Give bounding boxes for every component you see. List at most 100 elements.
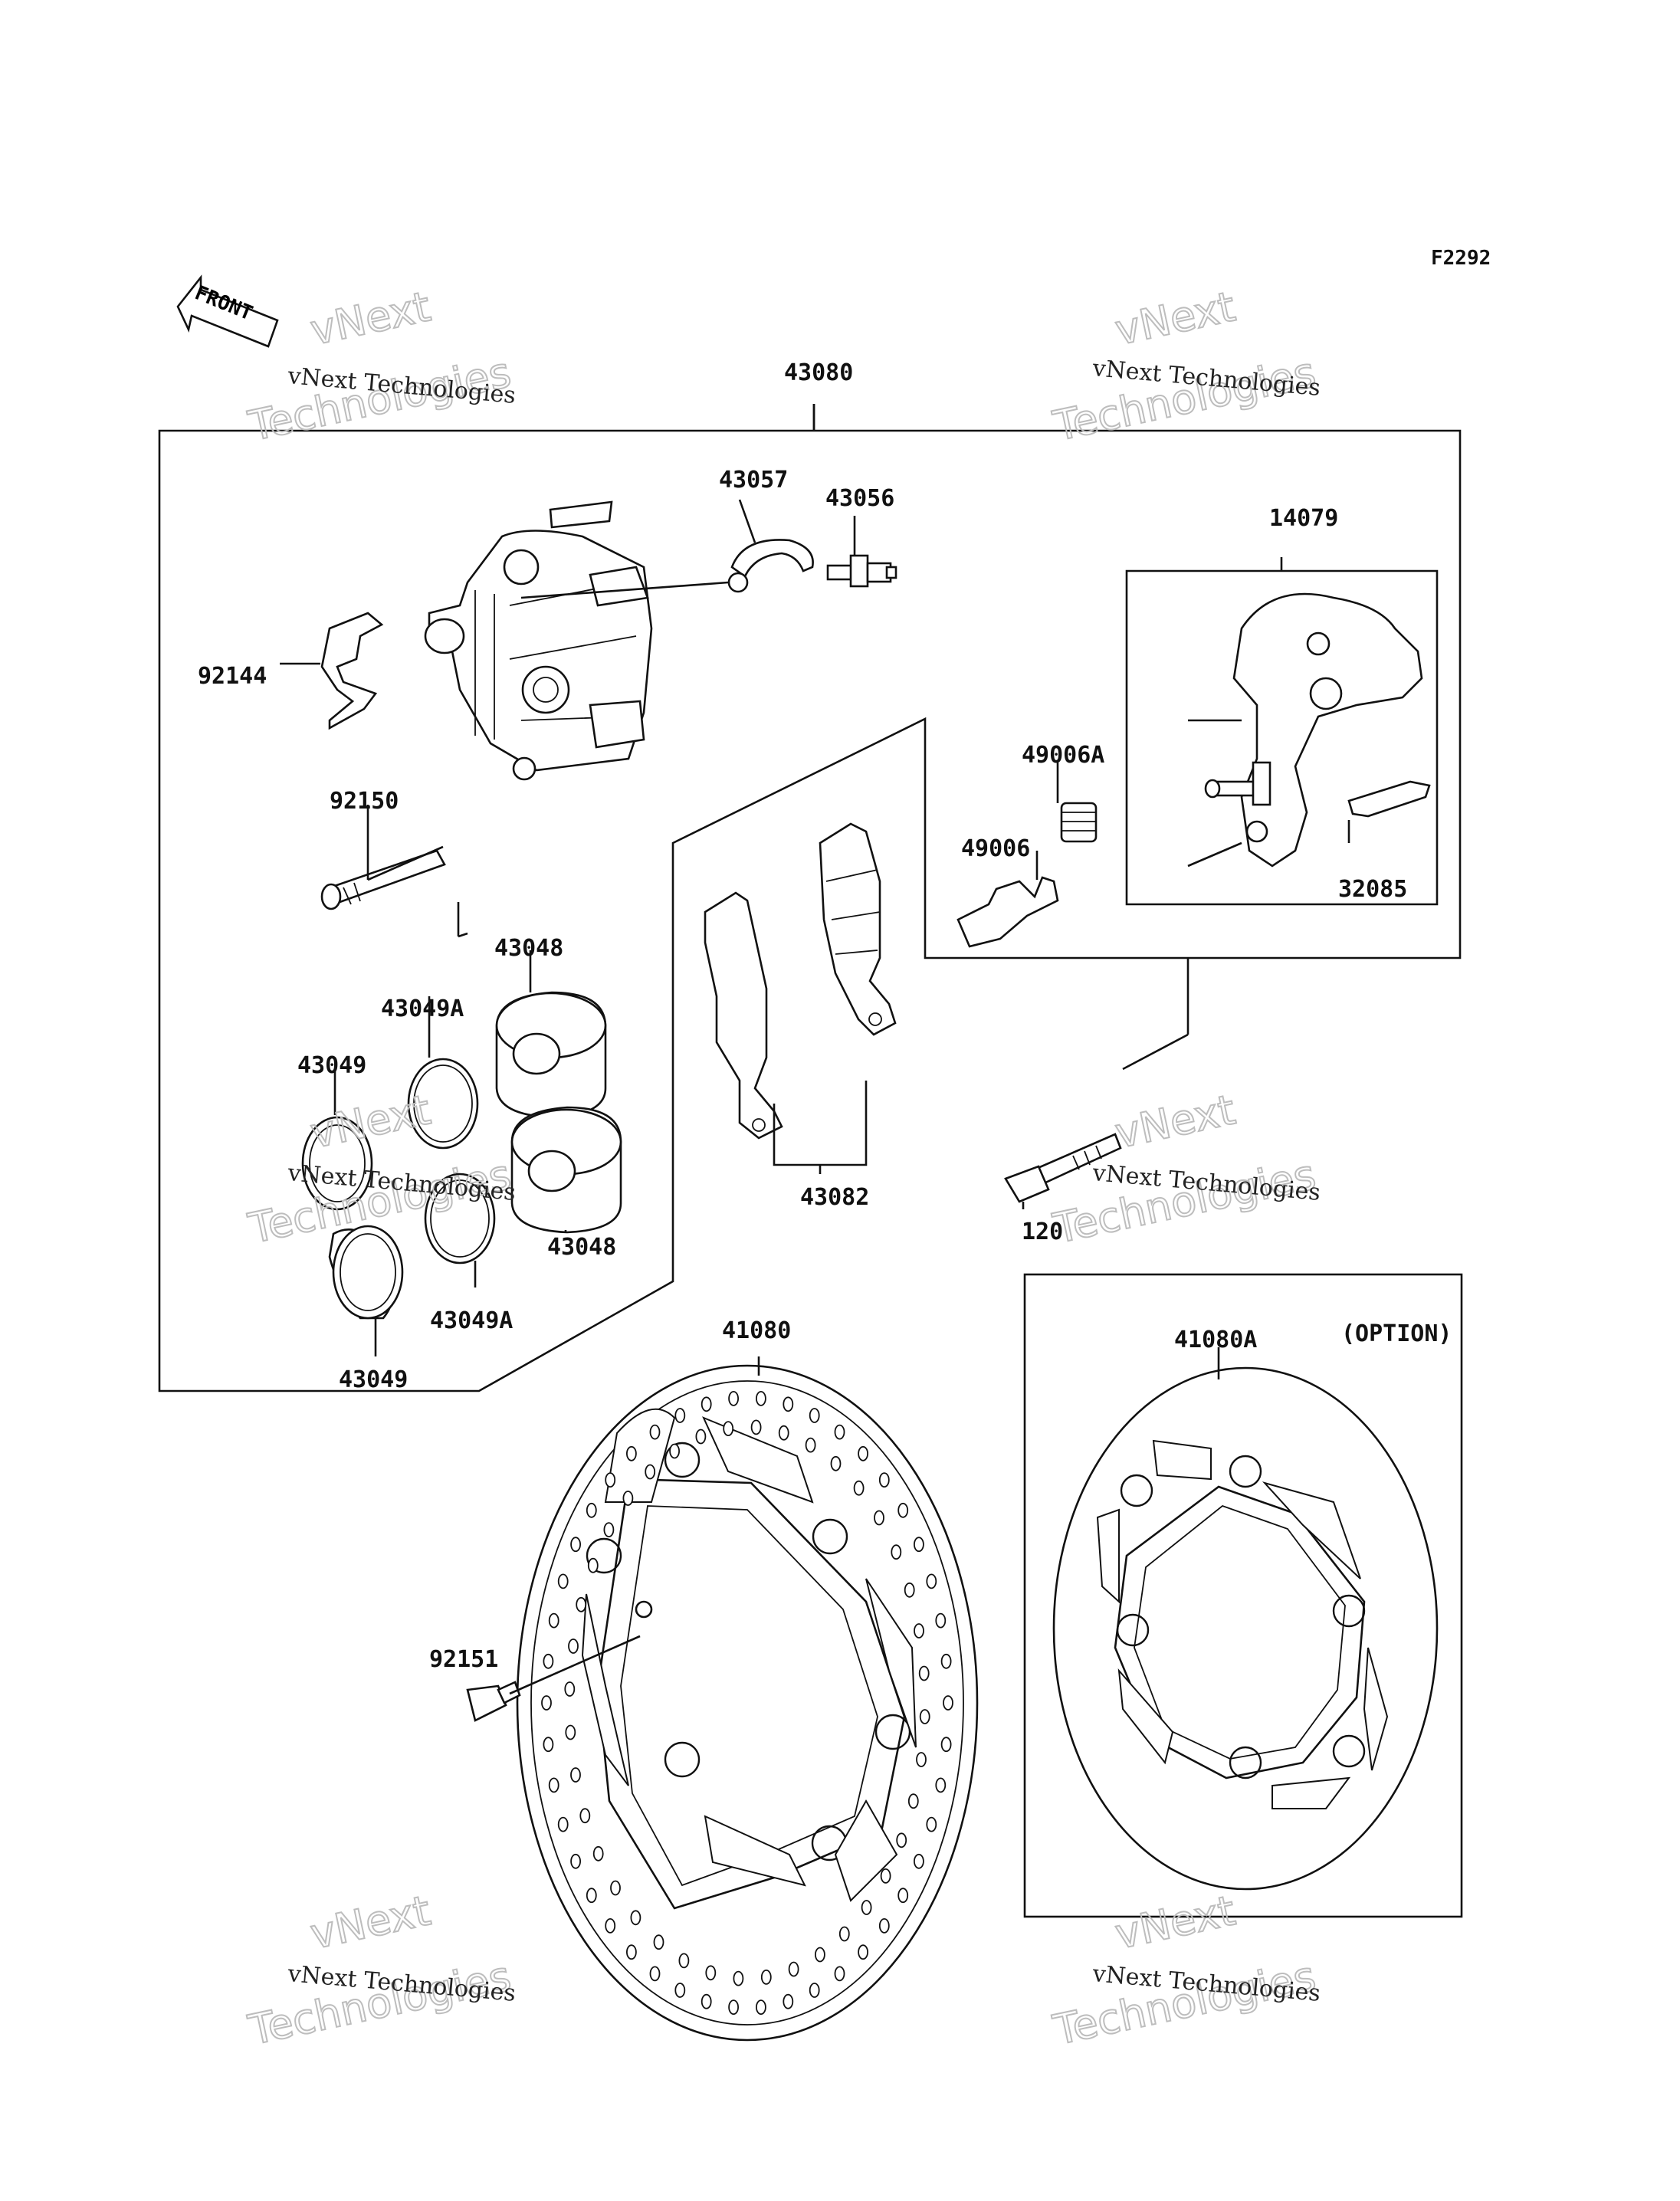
disc-hole	[809, 1983, 820, 1998]
brake-pad-left	[704, 891, 783, 1140]
disc-hole	[926, 1816, 937, 1832]
disc-hole	[880, 1868, 891, 1884]
watermark-mid-right: vNext Technologies vNext Technologies	[1048, 1084, 1322, 1254]
piston-43048-top	[495, 991, 607, 1119]
part-120-bolt	[1004, 1133, 1122, 1203]
label-49006A: 49006A	[1022, 742, 1104, 769]
disc-hole	[548, 1612, 559, 1629]
disc-hole	[858, 1445, 868, 1461]
disc-hole	[788, 1961, 799, 1977]
disc-hole	[783, 1396, 794, 1412]
option-box	[1023, 1273, 1463, 1918]
part-43057	[727, 539, 814, 593]
label-43056: 43056	[825, 485, 894, 512]
front-arrow-icon: FRONT	[176, 274, 279, 348]
seal-43049A-bottom	[424, 1173, 496, 1265]
disc-hole	[834, 1424, 845, 1440]
disc-hole	[701, 1396, 712, 1412]
disc-hole	[543, 1653, 554, 1669]
disc-hole	[809, 1408, 820, 1423]
disc-hole	[653, 1934, 664, 1950]
disc-hole	[586, 1502, 597, 1518]
disc-hole	[805, 1437, 816, 1453]
leader-lines	[280, 404, 1350, 1695]
brake-pad-right	[819, 822, 897, 1036]
disc-hole	[592, 1845, 604, 1862]
label-92151: 92151	[429, 1646, 498, 1673]
watermark-bottom-left: vNext Technologies vNext Technologies	[244, 1885, 517, 2055]
disc-hole	[626, 1944, 637, 1960]
disc-hole	[914, 1623, 924, 1638]
disc-hole	[723, 1421, 734, 1436]
label-120: 120	[1022, 1219, 1063, 1245]
label-43080: 43080	[784, 359, 853, 386]
disc-hole	[576, 1596, 587, 1612]
disc-hole	[858, 1944, 868, 1960]
disc-hole	[669, 1443, 680, 1459]
disc-hole	[701, 1993, 712, 2009]
watermark-bottom-right: vNext Technologies vNext Technologies	[1048, 1885, 1322, 2055]
svg-text:vNext: vNext	[1111, 1085, 1239, 1157]
disc-hole	[926, 1573, 937, 1589]
disc-hole	[916, 1752, 927, 1767]
disc-hole	[626, 1445, 637, 1461]
label-43048-bottom: 43048	[547, 1234, 616, 1261]
disc-hole	[907, 1793, 919, 1809]
disc-hole	[541, 1695, 552, 1711]
disc-hole	[649, 1424, 661, 1440]
option-label: (OPTION)	[1341, 1320, 1452, 1347]
label-43057: 43057	[719, 467, 788, 494]
disc-hole	[935, 1612, 947, 1629]
assembly-outline-43080	[158, 404, 1462, 1392]
disc-hole	[853, 1480, 865, 1496]
disc-hole	[605, 1472, 616, 1488]
disc-hole	[674, 1408, 686, 1423]
label-43049-bottom: 43049	[339, 1366, 408, 1393]
disc-hole	[919, 1709, 930, 1724]
disc-hole	[834, 1966, 845, 1982]
label-92150: 92150	[330, 788, 399, 815]
label-43049A-top: 43049A	[381, 996, 464, 1022]
disc-hole	[760, 1969, 772, 1985]
disc-hole	[874, 1510, 884, 1526]
disc-hole	[587, 1557, 599, 1573]
label-41080A: 41080A	[1174, 1327, 1257, 1353]
disc-hole	[896, 1832, 907, 1848]
part-14079-bracket	[1204, 592, 1423, 868]
part-49006A	[1060, 802, 1098, 843]
disc-hole	[943, 1695, 953, 1711]
svg-text:vNext: vNext	[1111, 1886, 1239, 1958]
disc-hole	[570, 1537, 581, 1553]
disc-hole	[695, 1429, 707, 1445]
part-32085	[1347, 780, 1431, 818]
seal-43049A-top	[407, 1058, 479, 1150]
disc-hole	[897, 1888, 909, 1904]
disc-hole	[756, 1391, 766, 1406]
part-92144	[320, 612, 384, 730]
watermark-top-right: vNext Technologies vNext Technologies	[1048, 281, 1322, 451]
disc-hole	[610, 1880, 621, 1896]
disc-hole	[557, 1816, 569, 1832]
label-43082: 43082	[800, 1184, 869, 1211]
watermark-top-left: vNext Technologies vNext Technologies	[244, 281, 517, 451]
label-41080: 41080	[722, 1317, 791, 1344]
disc-hole	[674, 1983, 686, 1998]
disc-hole	[750, 1419, 762, 1435]
disc-hole	[940, 1737, 952, 1753]
brake-disc-41080A	[1052, 1366, 1439, 1891]
disc-hole	[778, 1425, 789, 1441]
disc-hole	[904, 1582, 915, 1598]
svg-text:vNext: vNext	[307, 1886, 435, 1958]
disc-hole	[548, 1777, 559, 1793]
disc-hole	[733, 1970, 744, 1986]
disc-hole	[891, 1544, 902, 1560]
disc-hole	[645, 1464, 656, 1480]
label-43048-top: 43048	[494, 935, 563, 962]
disc-hole	[914, 1853, 924, 1869]
disc-hole	[830, 1455, 842, 1471]
disc-hole	[630, 1910, 641, 1926]
disc-hole	[570, 1853, 581, 1869]
caliper-body	[424, 500, 653, 781]
disc-hole	[728, 1391, 739, 1406]
disc-hole	[878, 1472, 890, 1488]
